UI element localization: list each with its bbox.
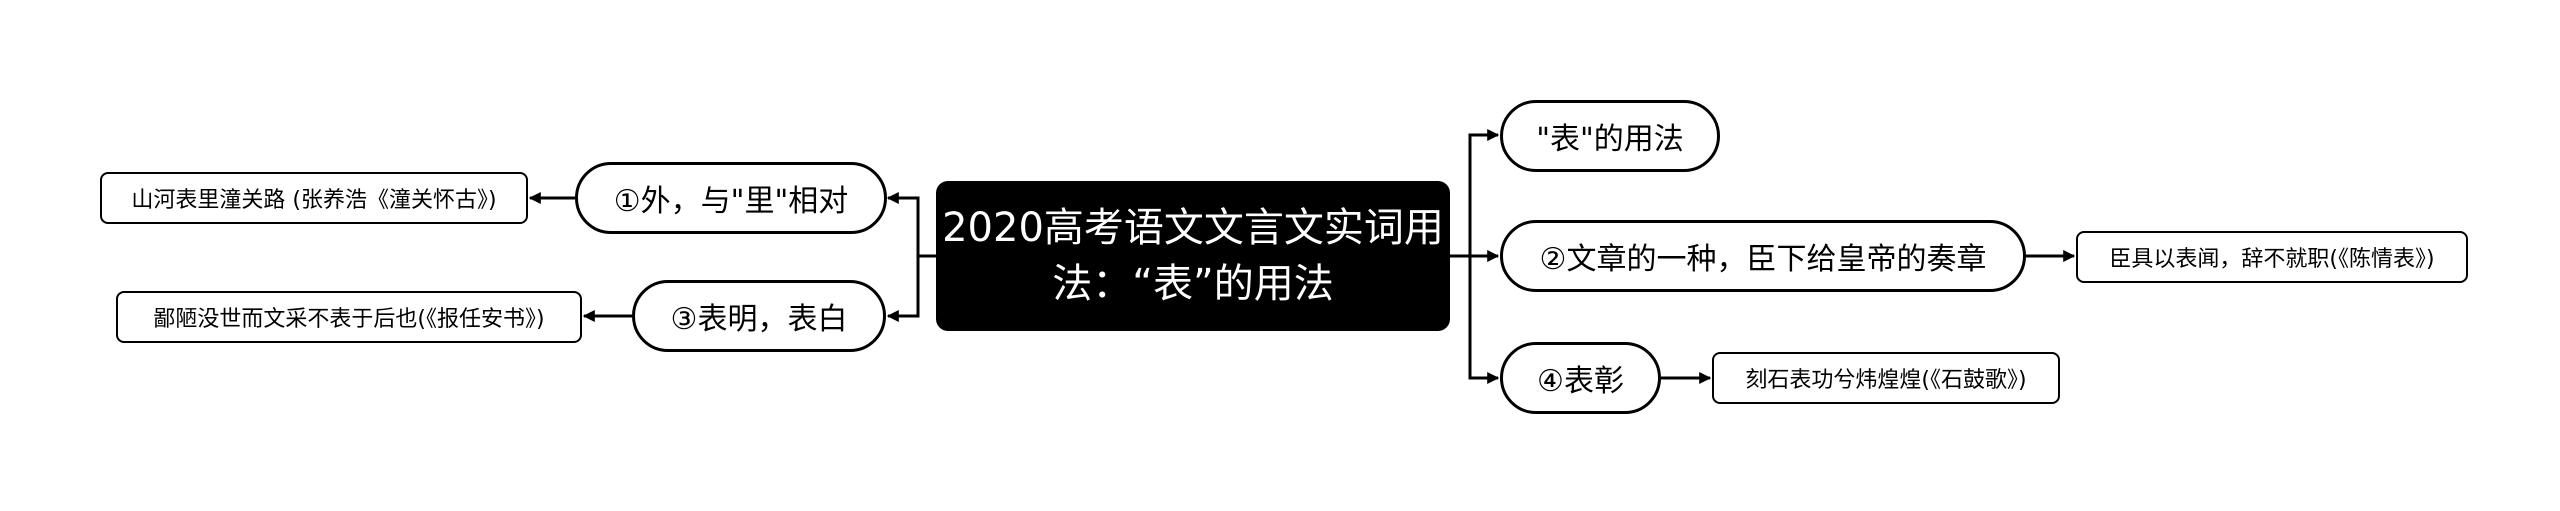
branch-3-topic[interactable]: ③表明，表白 — [632, 280, 886, 352]
branch-3-example[interactable]: 鄙陋没世而文采不表于后也(《报任安书》) — [116, 291, 582, 343]
branch-1-example[interactable]: 山河表里潼关路 (张养浩《潼关怀古》) — [100, 172, 528, 224]
branch-1-topic[interactable]: ①外，与"里"相对 — [575, 162, 887, 234]
branch-2-example[interactable]: 臣具以表闻，辞不就职(《陈情表》) — [2076, 231, 2468, 283]
usage-topic[interactable]: "表"的用法 — [1500, 100, 1720, 172]
edge-root-to-branch-3 — [886, 254, 936, 322]
branch-4-topic[interactable]: ④表彰 — [1500, 342, 1661, 414]
edge-root-to-branch-1 — [886, 192, 936, 258]
branch-4-example[interactable]: 刻石表功兮炜煌煌(《石鼓歌》) — [1712, 352, 2060, 404]
edge-root-to-branch-4 — [1450, 254, 1500, 384]
root-topic[interactable]: 2020高考语文文言文实词用法：“表”的用法 — [936, 181, 1450, 331]
branch-2-topic[interactable]: ②文章的一种，臣下给皇帝的奏章 — [1500, 220, 2026, 292]
edge-root-to-usage — [1450, 129, 1500, 258]
